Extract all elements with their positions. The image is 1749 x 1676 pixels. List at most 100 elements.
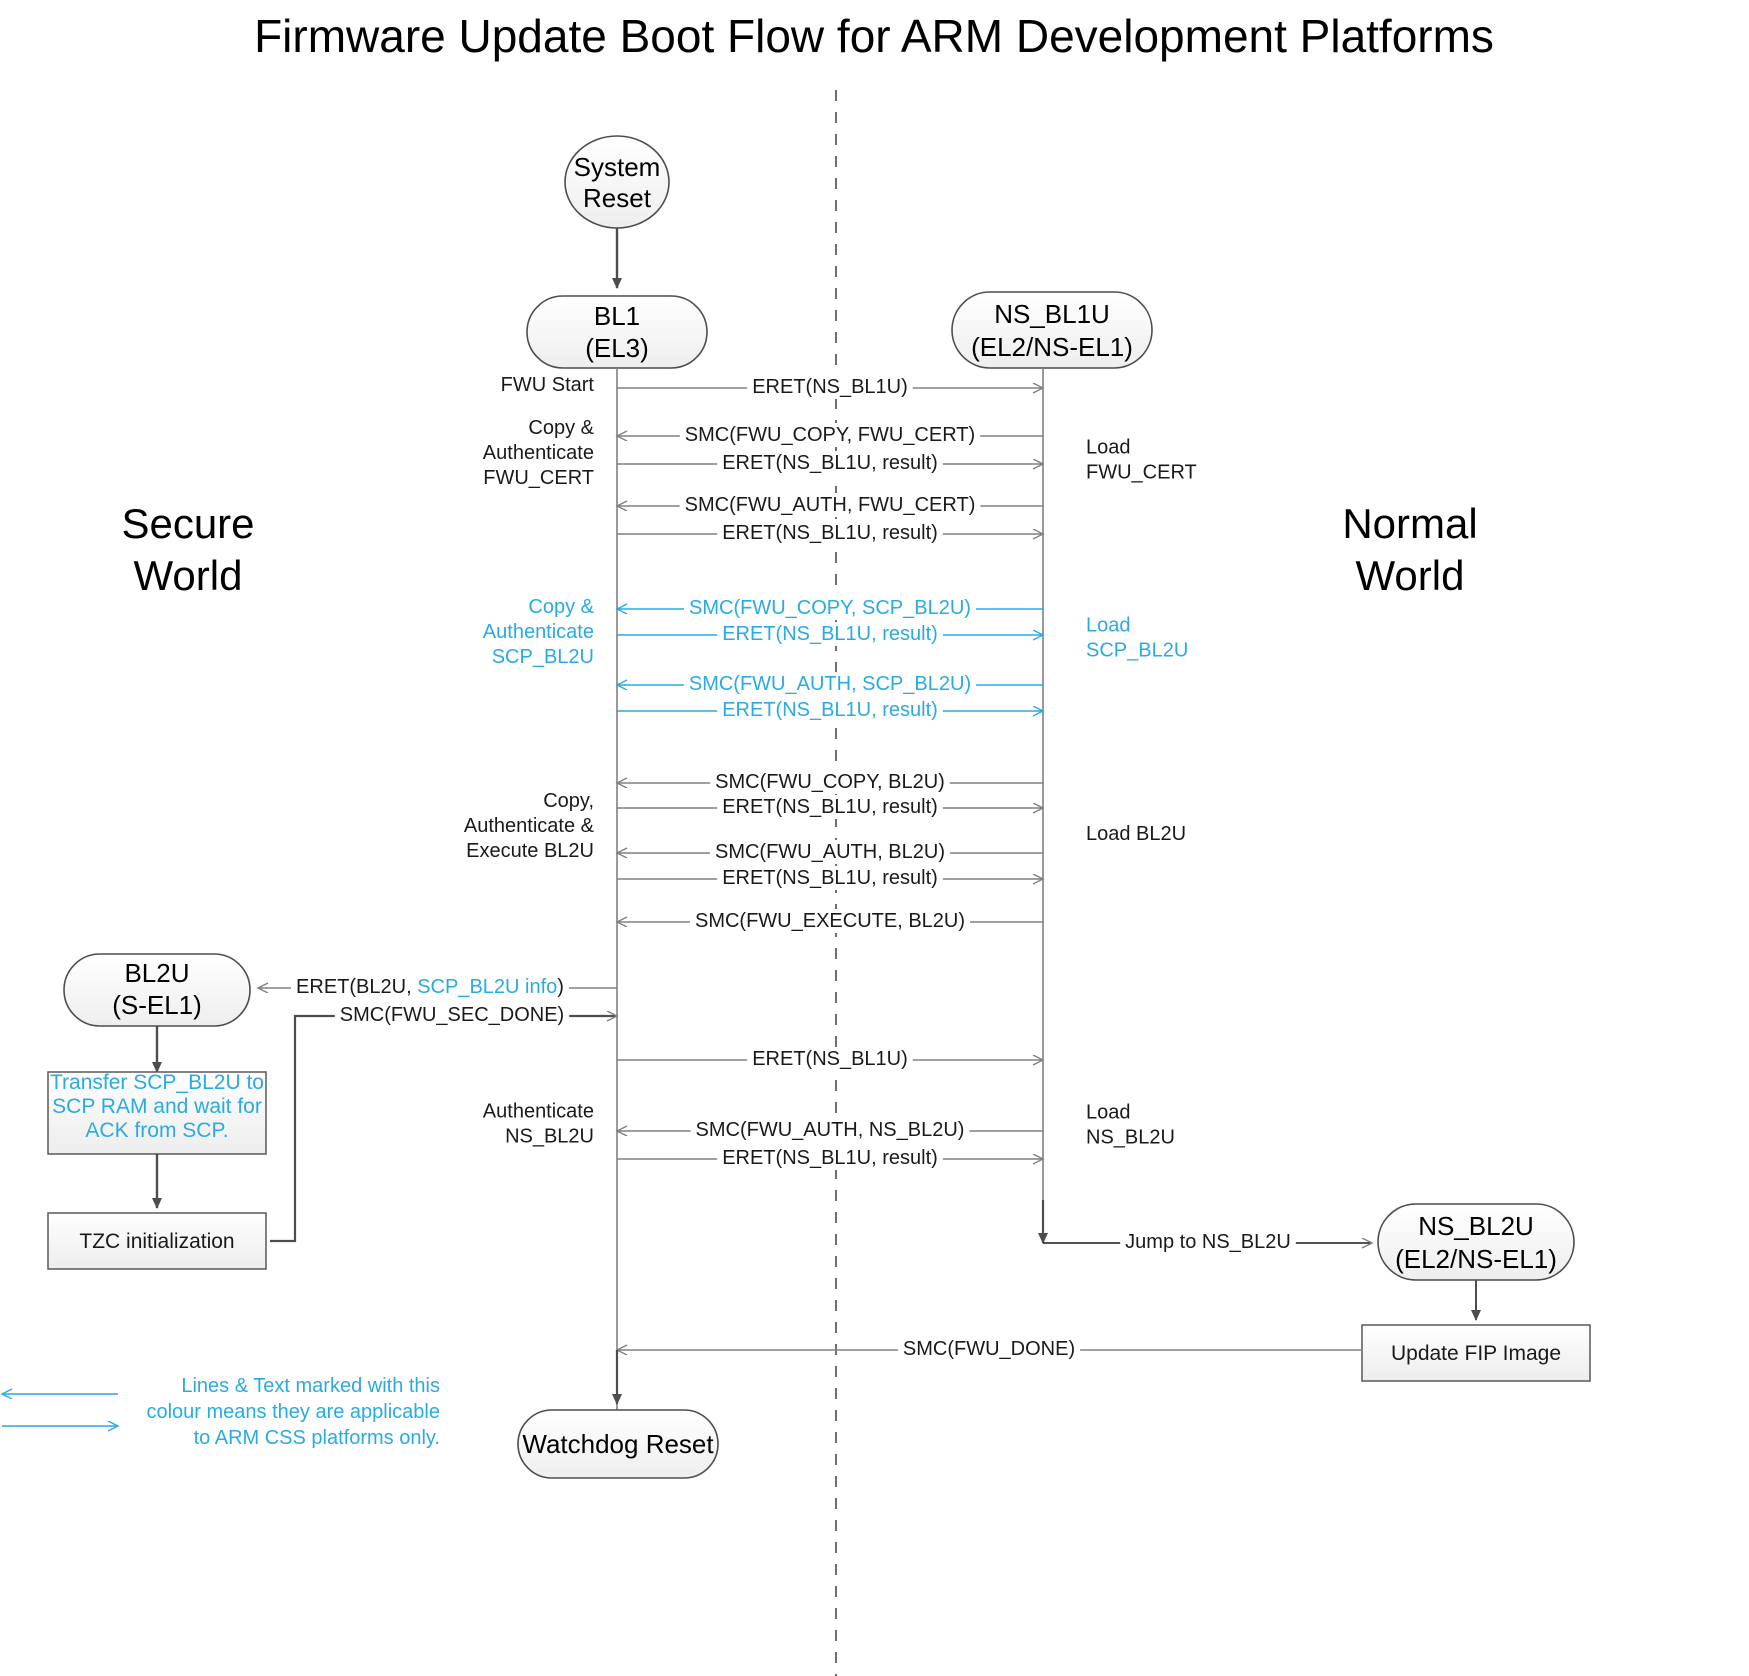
message-label-m7: ERET(NS_BL1U, result)	[722, 623, 938, 645]
message-label-backing	[690, 1118, 970, 1142]
node-ns-bl2u[interactable]: NS_BL2U (EL2/NS-EL1)	[1377, 1203, 1575, 1281]
message-m17: ERET(NS_BL1U)	[617, 1047, 1043, 1071]
secure-world-label-line1: Secure	[121, 500, 254, 547]
box-update-fip-image[interactable]: Update FIP Image	[1361, 1324, 1591, 1382]
message-label-backing	[684, 596, 976, 620]
message-label-m17: ERET(NS_BL1U)	[752, 1048, 908, 1070]
message-label-m8: SMC(FWU_AUTH, SCP_BL2U)	[689, 673, 971, 695]
box-transfer-line2: SCP RAM and wait for	[52, 1095, 262, 1118]
message-label-m9: ERET(NS_BL1U, result)	[722, 699, 938, 721]
label-eret-bl2u-suffix: )	[557, 976, 564, 998]
side-label-s3-line1: Copy &	[528, 596, 594, 618]
message-label-m18: SMC(FWU_AUTH, NS_BL2U)	[696, 1119, 965, 1141]
side-label-r3: Load BL2U	[1086, 823, 1186, 845]
label-eret-bl2u-cyan: SCP_BL2U info	[417, 976, 557, 998]
message-label-m12: SMC(FWU_AUTH, BL2U)	[715, 841, 945, 863]
label-jump-to-ns-bl2u: Jump to NS_BL2U	[1125, 1231, 1291, 1253]
message-label-m2: SMC(FWU_COPY, FWU_CERT)	[685, 424, 975, 446]
message-label-backing	[710, 770, 950, 794]
legend-line2: colour means they are applicable	[146, 1401, 440, 1423]
message-m12: SMC(FWU_AUTH, BL2U)	[617, 840, 1043, 864]
message-label-m5: ERET(NS_BL1U, result)	[722, 522, 938, 544]
side-label-s1: FWU Start	[501, 374, 595, 396]
message-label-backing	[717, 1146, 943, 1170]
side-label-s2-line1: Copy &	[528, 417, 594, 439]
side-label-r1-line2: FWU_CERT	[1086, 462, 1197, 484]
node-ns-bl1u-line2: (EL2/NS-EL1)	[971, 332, 1133, 362]
side-label-r1-line1: Load	[1086, 437, 1131, 459]
box-transfer-scp-bl2u[interactable]: Transfer SCP_BL2U to SCP RAM and wait fo…	[47, 1071, 267, 1155]
message-label-m4: SMC(FWU_AUTH, FWU_CERT)	[685, 494, 976, 516]
legend-line3: to ARM CSS platforms only.	[194, 1427, 440, 1449]
node-bl2u[interactable]: BL2U (S-EL1)	[63, 953, 251, 1027]
message-m13: ERET(NS_BL1U, result)	[617, 866, 1043, 890]
node-system-reset-line2: Reset	[583, 183, 652, 213]
legend: Lines & Text marked with this colour mea…	[2, 1375, 440, 1449]
label-smc-fwu-done-backing	[897, 1337, 1081, 1361]
message-label-backing	[689, 909, 971, 933]
message-label-m13: ERET(NS_BL1U, result)	[722, 867, 938, 889]
side-label-s2-line2: Authenticate	[483, 442, 594, 464]
label-eret-bl2u-prefix: ERET(BL2U,	[296, 976, 417, 998]
side-label-r3-line1: Load BL2U	[1086, 823, 1186, 845]
side-label-s4-line2: Authenticate &	[464, 815, 595, 837]
legend-line1: Lines & Text marked with this	[181, 1375, 440, 1397]
node-bl1-line2: (EL3)	[585, 333, 649, 363]
message-m19: ERET(NS_BL1U, result)	[617, 1146, 1043, 1170]
message-label-m10: SMC(FWU_COPY, BL2U)	[715, 771, 945, 793]
message-m1: ERET(NS_BL1U)	[617, 375, 1043, 399]
message-m6: SMC(FWU_COPY, SCP_BL2U)	[617, 596, 1043, 620]
message-m9: ERET(NS_BL1U, result)	[617, 698, 1043, 722]
messages-layer: ERET(NS_BL1U) SMC(FWU_COPY, FWU_CERT) ERET…	[617, 375, 1043, 1170]
node-ns-bl1u-line1: NS_BL1U	[994, 299, 1110, 329]
message-label-backing	[717, 866, 943, 890]
message-label-m3: ERET(NS_BL1U, result)	[722, 452, 938, 474]
page-title: Firmware Update Boot Flow for ARM Develo…	[254, 10, 1494, 62]
node-ns-bl2u-line2: (EL2/NS-EL1)	[1395, 1244, 1557, 1274]
normal-world-label-line2: World	[1356, 552, 1465, 599]
message-label-backing	[747, 1047, 913, 1071]
message-label-backing	[717, 622, 943, 646]
message-label-backing	[679, 493, 981, 517]
side-label-s4: Copy, Authenticate & Execute BL2U	[464, 790, 595, 862]
box-tzc-label: TZC initialization	[79, 1230, 234, 1253]
side-label-s3-line3: SCP_BL2U	[492, 646, 594, 668]
message-m14: SMC(FWU_EXECUTE, BL2U)	[617, 909, 1043, 933]
side-label-s5-line1: Authenticate	[483, 1101, 594, 1123]
node-watchdog-reset-label: Watchdog Reset	[522, 1429, 714, 1459]
message-label-backing	[679, 423, 981, 447]
node-bl2u-line1: BL2U	[124, 958, 189, 988]
side-label-r4-line1: Load	[1086, 1102, 1131, 1124]
node-bl1-line1: BL1	[594, 301, 640, 331]
box-tzc-initialization[interactable]: TZC initialization	[47, 1212, 267, 1270]
node-bl1[interactable]: BL1 (EL3)	[526, 295, 708, 369]
node-watchdog-reset[interactable]: Watchdog Reset	[517, 1409, 719, 1479]
message-label-m1: ERET(NS_BL1U)	[752, 376, 908, 398]
message-label-backing	[747, 375, 913, 399]
box-update-fip-label: Update FIP Image	[1391, 1342, 1561, 1365]
message-label-m6: SMC(FWU_COPY, SCP_BL2U)	[689, 597, 971, 619]
label-smc-fwu-sec-done: SMC(FWU_SEC_DONE)	[340, 1004, 564, 1026]
label-jump-to-ns-bl2u-backing	[1120, 1230, 1296, 1254]
side-label-s1-line1: FWU Start	[501, 374, 595, 396]
message-label-m14: SMC(FWU_EXECUTE, BL2U)	[695, 910, 965, 932]
message-m2: SMC(FWU_COPY, FWU_CERT)	[617, 423, 1043, 447]
side-label-s4-line3: Execute BL2U	[466, 840, 594, 862]
message-label-m11: ERET(NS_BL1U, result)	[722, 796, 938, 818]
side-label-s4-line1: Copy,	[543, 790, 594, 812]
side-label-r2-line1: Load	[1086, 615, 1131, 637]
node-system-reset[interactable]: System Reset	[564, 135, 670, 229]
message-label-backing	[717, 451, 943, 475]
label-eret-bl2u-backing	[291, 975, 569, 999]
side-label-r2-line2: SCP_BL2U	[1086, 640, 1188, 662]
message-m7: ERET(NS_BL1U, result)	[617, 622, 1043, 646]
side-label-s2-line3: FWU_CERT	[483, 467, 594, 489]
node-ns-bl1u[interactable]: NS_BL1U (EL2/NS-EL1)	[951, 291, 1153, 369]
